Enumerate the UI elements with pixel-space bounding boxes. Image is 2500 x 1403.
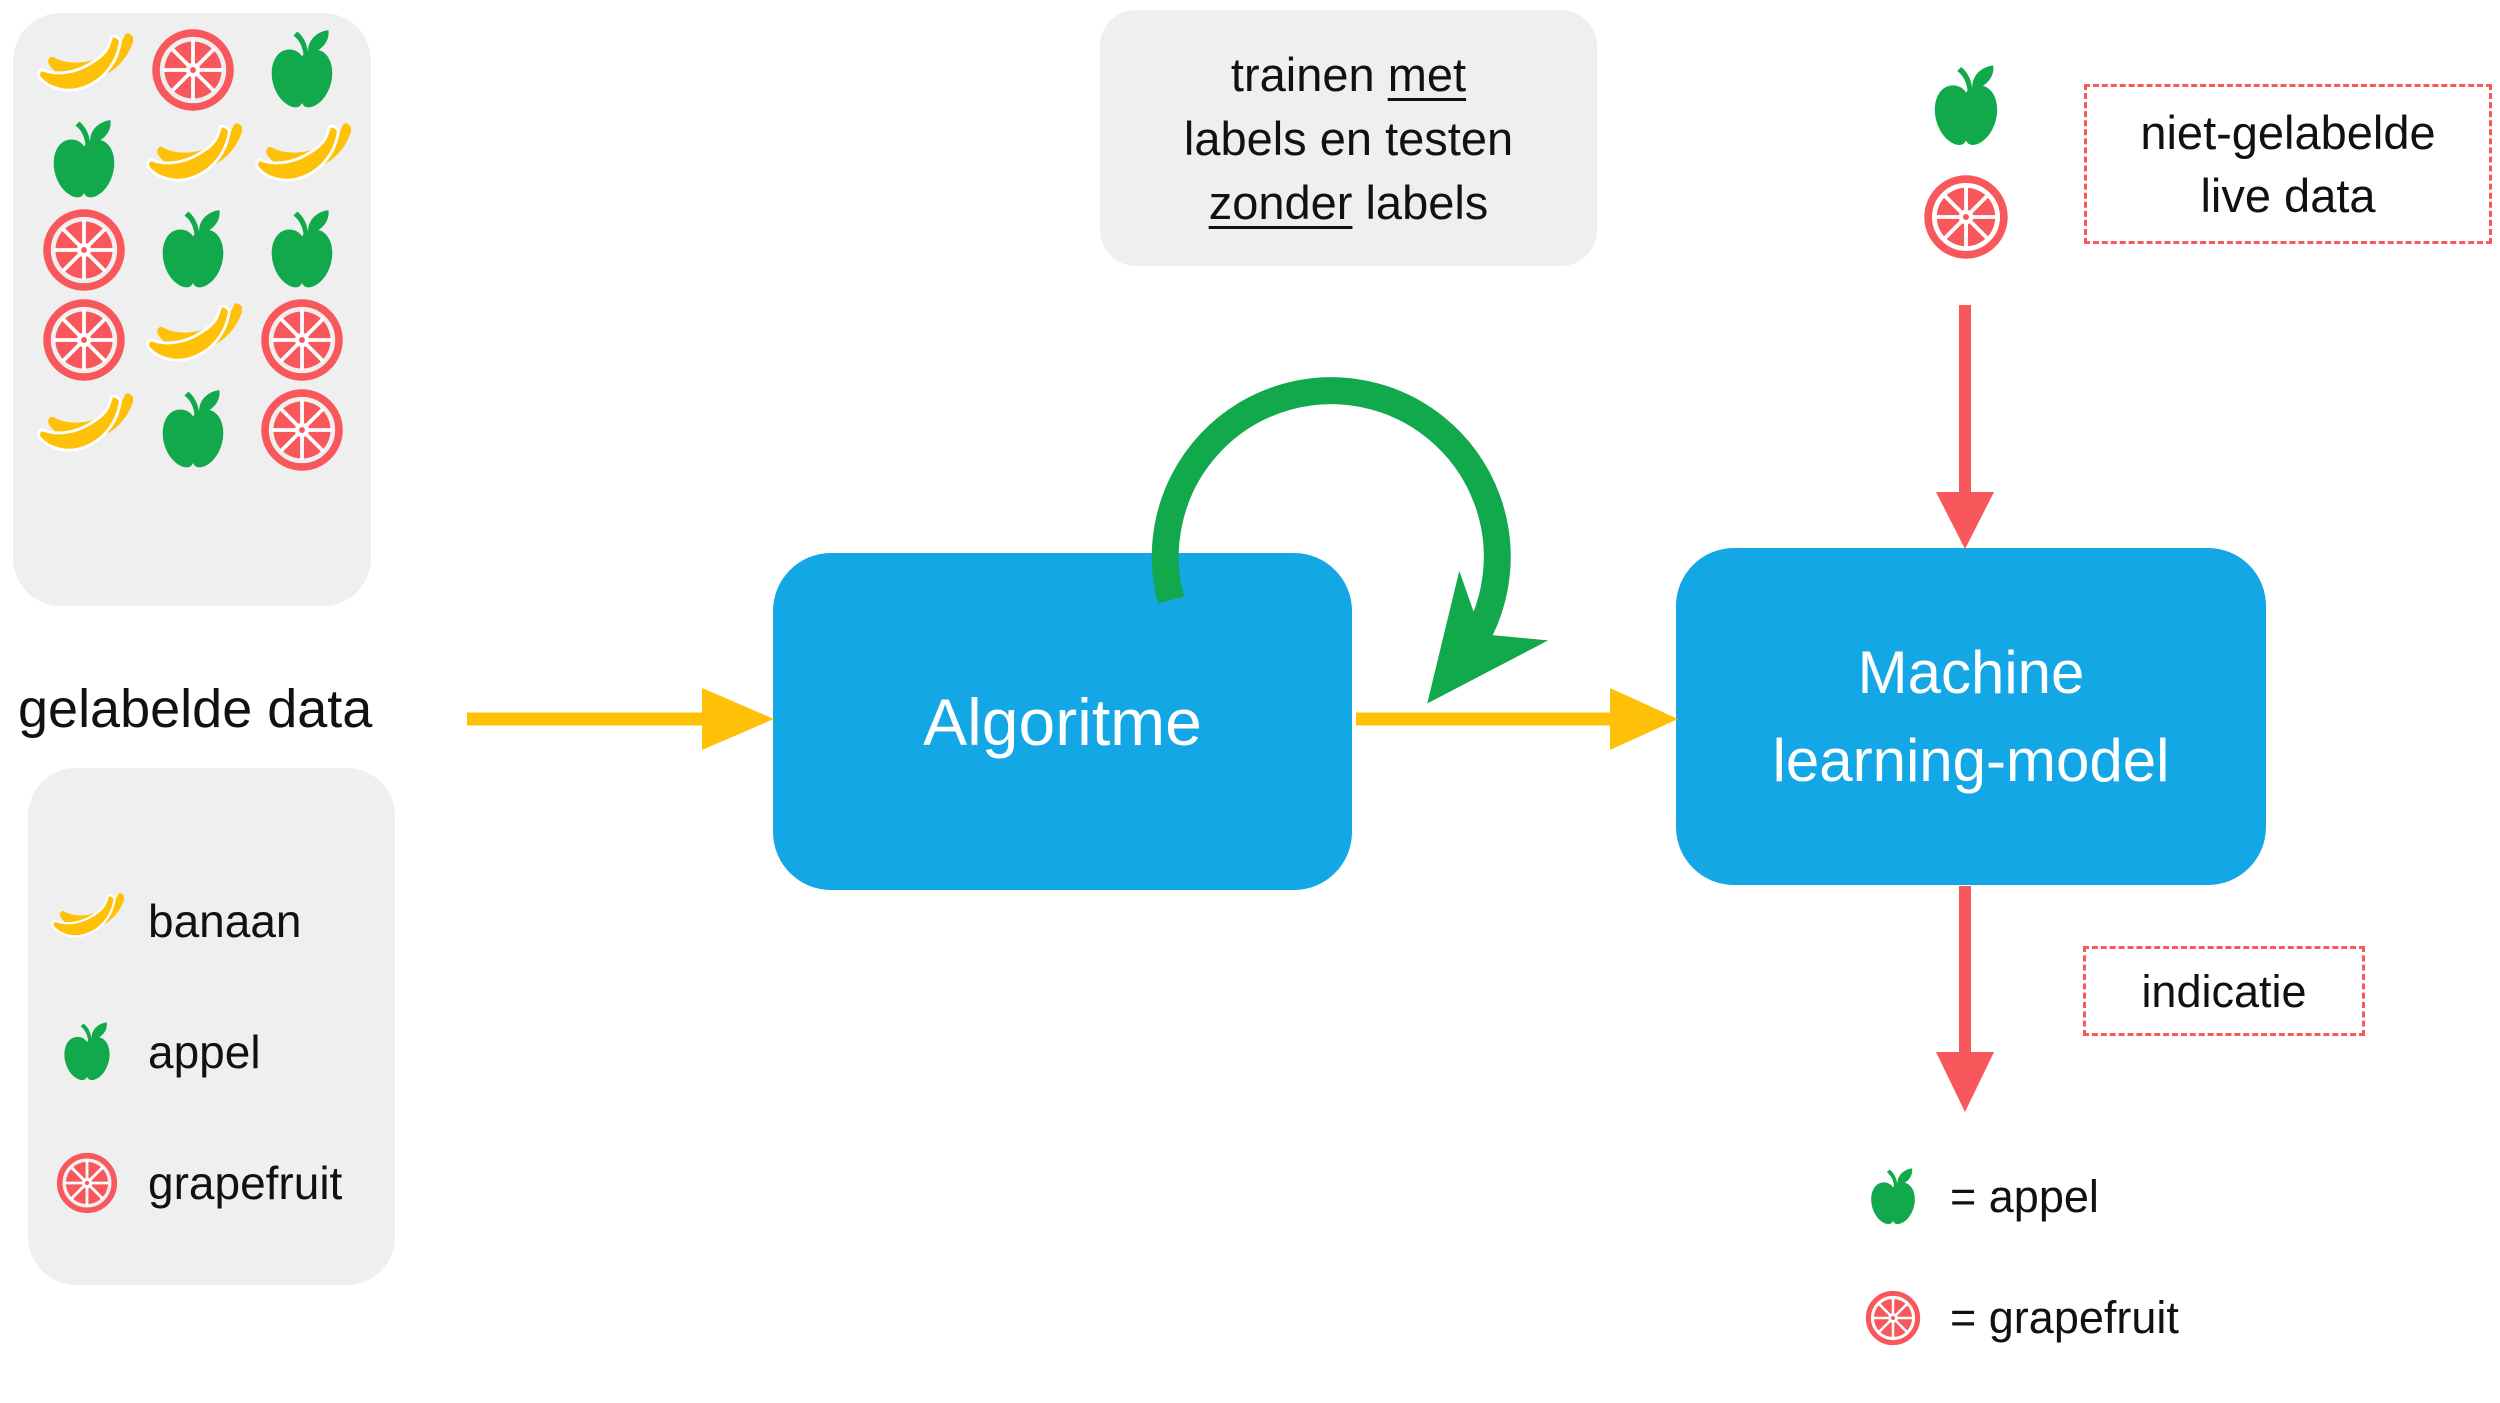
prediction-icon-box [1862,1161,1924,1233]
apple-icon [162,209,224,287]
live-data-note-line2: live data [2200,169,2376,222]
model-label-line2: learning-model [1772,726,2170,794]
apple-icon [272,209,333,287]
fruit-cell [248,205,357,295]
legend-icon-box [50,1015,124,1089]
apple-icon [1934,65,1998,145]
model-box: Machine learning-model [1676,548,2266,885]
grapefruit-icon [42,299,125,381]
grapefruit-icon [42,209,125,291]
apple-icon [53,119,114,197]
fruit-cell [138,115,247,205]
training-note: trainen met labels en testen zonder labe… [1100,10,1597,266]
grapefruit-icon [1865,1290,1921,1346]
underlined-word-met: met [1387,48,1467,101]
live-data-note-line1: niet-gelabelde [2140,106,2436,159]
apple-icon [64,1021,110,1080]
fruit-cell [29,295,138,385]
banana-icon [146,123,242,182]
fruit-cell [248,25,357,115]
prediction-row: = appel [1862,1161,2422,1233]
fruit-cell [138,25,247,115]
prediction-label: = grapefruit [1950,1292,2179,1343]
grapefruit-icon [1924,175,2008,259]
grapefruit-icon [261,389,344,471]
legend-row: grapefruit [50,1146,395,1220]
training-note-line3: zonder labels [1208,176,1489,229]
indication-note: indicatie [2083,946,2365,1036]
apple-icon [162,389,224,467]
legend-panel: banaan appel grapefruit [28,768,395,1285]
prediction-list: = appel = grapefruit [1862,1161,2422,1403]
legend-row: appel [50,1015,395,1089]
fruit-cell [248,385,357,475]
legend-icon-box [50,884,124,958]
legend-icon-box [50,1146,124,1220]
banana-icon [36,33,133,92]
live-data-icons [1920,62,2012,260]
apple-icon [1871,1167,1915,1224]
fruit-cell [29,385,138,475]
fruit-cell [248,115,357,205]
banana-icon [51,893,124,938]
diagram-canvas: gelabelde data banaan appel grapefruit t… [13,10,2492,1346]
underlined-word-zonder: zonder [1208,176,1353,229]
legend-label: banaan [148,895,302,947]
apple-icon [272,29,333,107]
fruit-cell [138,295,247,385]
prediction-row: = grapefruit [1862,1282,2422,1354]
live-data-arrow [1936,305,1994,549]
labeled-data-arrow [467,688,774,750]
legend-label: grapefruit [148,1157,343,1209]
banana-icon [36,393,133,452]
legend-row: banaan [50,884,395,958]
fruit-cell [248,295,357,385]
fruit-cell [29,115,138,205]
algorithm-label: Algoritme [923,684,1202,759]
model-label-line1: Machine [1857,638,2085,706]
live-data-note: niet-gelabelde live data [2084,84,2492,244]
training-note-line1: trainen met [1230,48,1467,101]
prediction-label: = appel [1950,1171,2099,1222]
banana-icon [146,303,242,362]
labeled-data-caption: gelabelde data [18,679,373,739]
grapefruit-icon [261,299,344,381]
fruit-cell [138,385,247,475]
grapefruit-icon [56,1152,118,1214]
algorithm-box: Algoritme [773,553,1352,890]
legend-label: appel [148,1026,261,1078]
training-note-line2: labels en testen [1183,112,1514,165]
indication-label: indicatie [2141,965,2307,1017]
banana-icon [255,123,352,182]
labeled-data-panel [13,13,371,606]
fruit-cell [29,25,138,115]
algorithm-to-model-arrow [1356,688,1678,750]
prediction-icon-box [1862,1282,1924,1354]
fruit-cell [138,205,247,295]
fruit-cell [29,205,138,295]
indication-arrow [1936,886,1994,1112]
grapefruit-icon [152,29,234,111]
